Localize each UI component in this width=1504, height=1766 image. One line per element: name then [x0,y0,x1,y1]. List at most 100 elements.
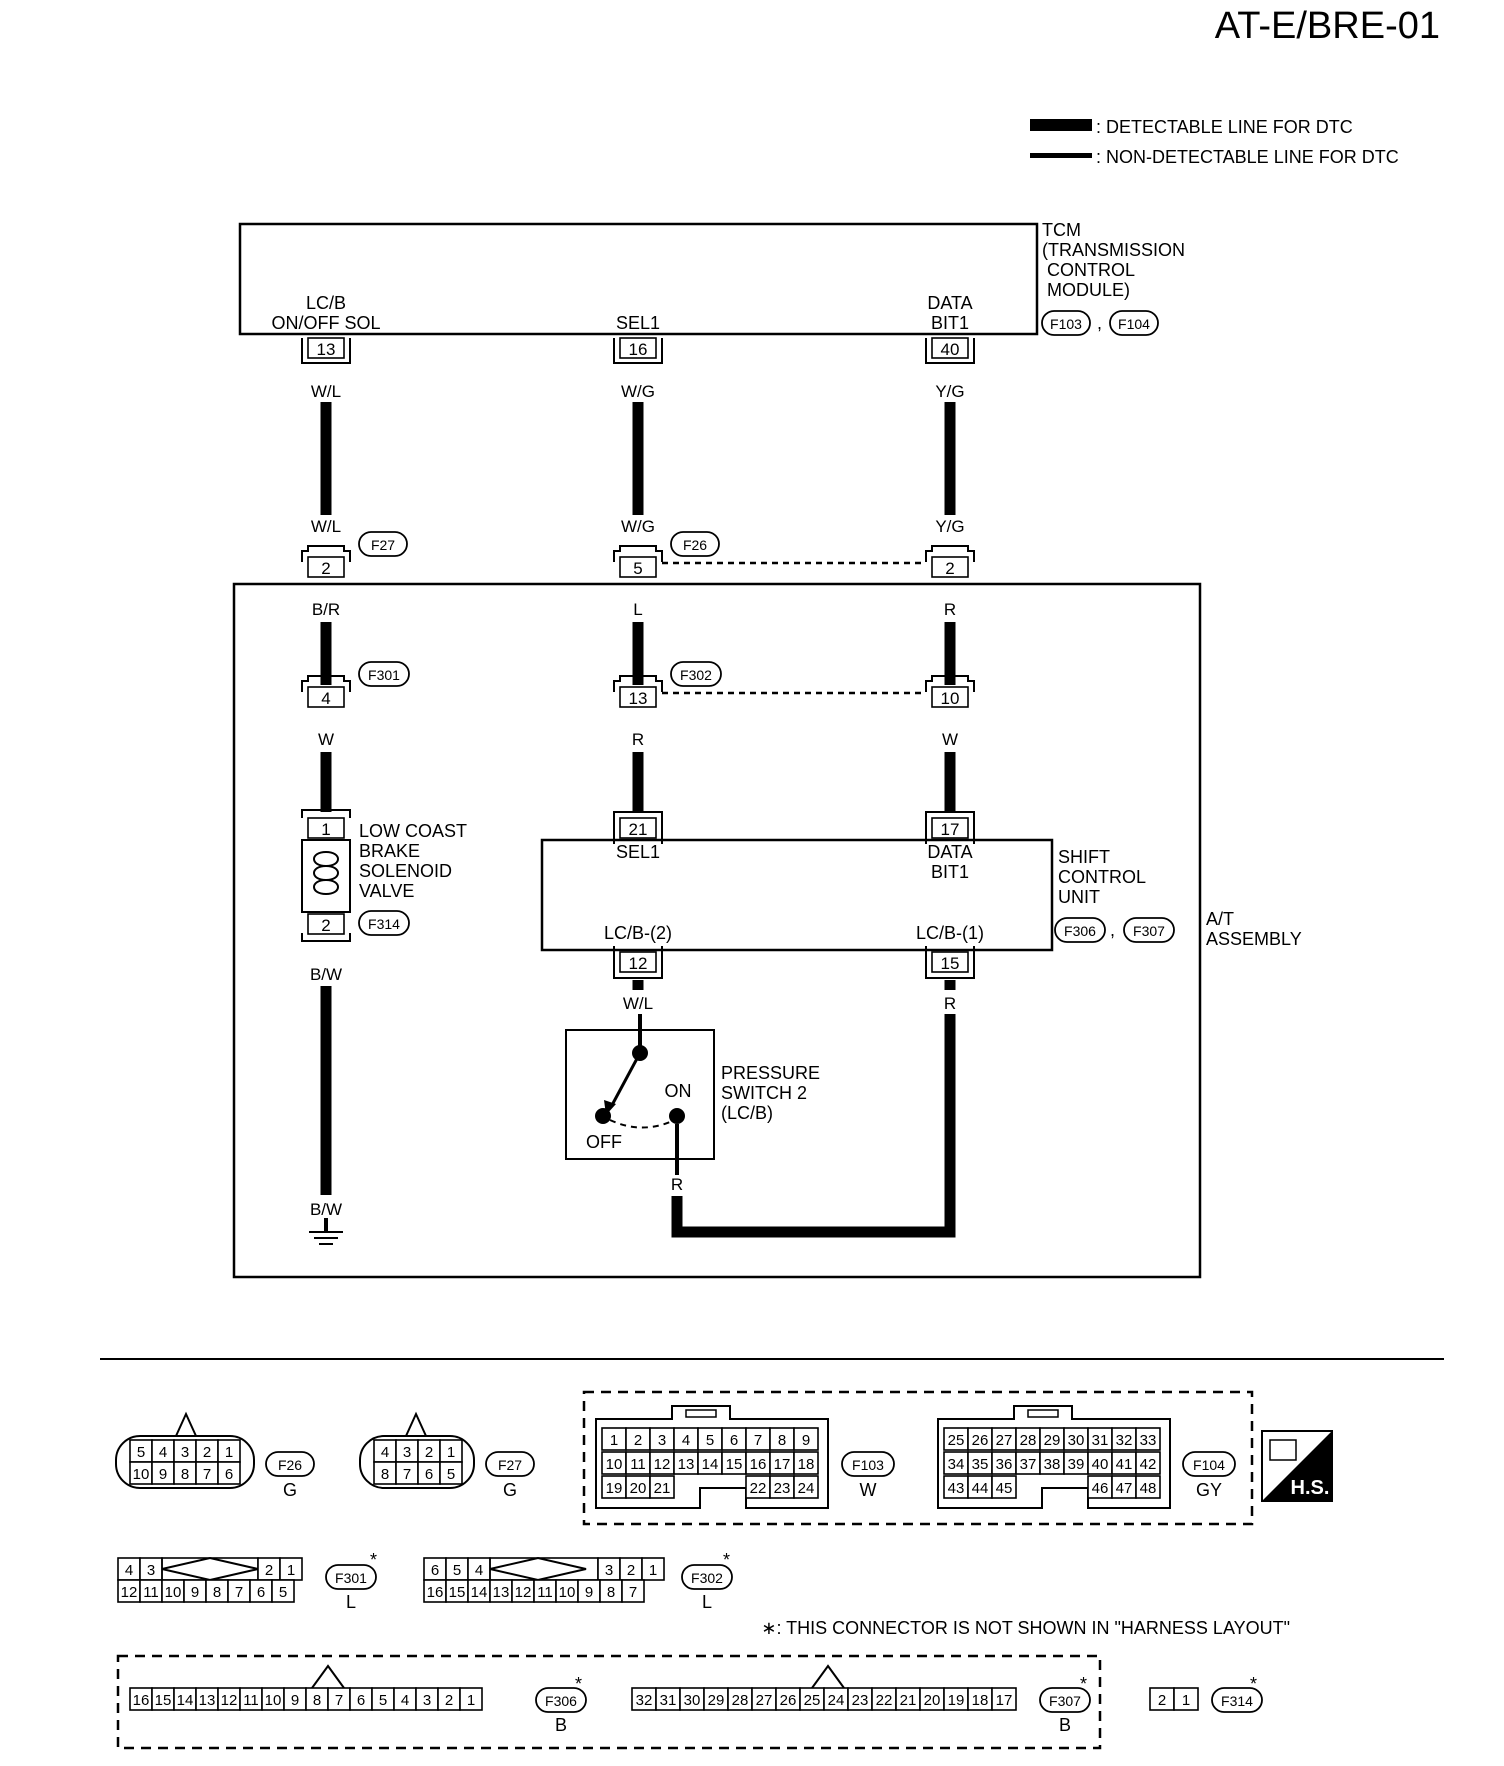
pin-frame [301,675,351,692]
pin-frame [301,809,351,818]
f301-pin-12: 12 [121,1584,138,1601]
wire-label-wg: W/G [621,382,655,401]
f103-view-color: W [860,1480,877,1500]
f302-view-badge [681,1564,733,1590]
pressure-switch-2: ON OFF PRESSURE SWITCH 2 (LC/B) R [565,1014,820,1194]
wire-label-r2: R [632,730,644,749]
f104-view-badge [1182,1451,1236,1477]
tcm-name-3: CONTROL [1042,260,1135,280]
f104-view-color: GY [1196,1480,1222,1500]
scu-pin15: 15 [941,954,960,973]
f302-pin-16: 16 [427,1584,444,1601]
f302-pin-14: 14 [471,1584,488,1601]
f307-pin-26: 26 [780,1692,797,1709]
f104-pin-33-cell [1135,1427,1161,1451]
f26-view-badge [265,1451,315,1477]
f302-pin-4: 4 [475,1562,483,1579]
f26-badge [670,531,720,557]
f26-view-color: G [283,1480,297,1500]
legend: : DETECTABLE LINE FOR DTC : NON-DETECTAB… [1030,117,1399,167]
f104-latch [1027,1409,1059,1418]
f103-pin-16: 16 [750,1456,767,1473]
pressure-switch-label-3: (LC/B) [721,1103,773,1123]
f307-badge [1123,917,1175,943]
f306-pin-9: 9 [291,1692,299,1709]
f104-shell [937,1405,1171,1509]
f104-pin-35: 35 [972,1456,989,1473]
pin-frame [613,946,663,979]
f301-pin-box [307,686,345,708]
f26-pin-10: 10 [133,1466,150,1483]
scu-lcb1-label: LC/B-(1) [916,923,984,943]
f306-pin-13: 13 [199,1692,216,1709]
scu-box [540,838,1054,952]
solenoid-pin1: 1 [321,820,330,839]
scu-data-label-1: DATA [927,842,972,862]
f314-view-id: F314 [1221,1693,1253,1709]
f103-pin-19: 19 [606,1480,623,1497]
f103-pin-23: 23 [774,1480,791,1497]
f104-pin-40: 40 [1092,1456,1109,1473]
f103-pin-3: 3 [658,1432,666,1449]
scu-pin21-box [619,817,657,839]
f104-pin-39: 39 [1068,1456,1085,1473]
f27-pin-5: 5 [447,1466,455,1483]
wire-label-yg-mid: Y/G [935,517,964,536]
legend-thin-line [1030,153,1092,158]
scu-pin21: 21 [629,820,648,839]
f307-key [811,1664,845,1689]
f103-pin-24-cell [793,1475,819,1499]
f302-pin10: 10 [941,689,960,708]
f103-pin-5: 5 [706,1432,714,1449]
legend-non-detectable: : NON-DETECTABLE LINE FOR DTC [1096,147,1399,167]
f103-pin-6: 6 [730,1432,738,1449]
page-code: AT-E/BRE-01 [1215,5,1440,47]
f307-pin-24: 24 [828,1692,845,1709]
hs-label: H.S. [1291,1477,1330,1499]
coil-icon [313,851,339,896]
tcm-pin-40-box [931,337,969,359]
f26-pin-6: 6 [225,1466,233,1483]
ground-icon [309,1218,343,1245]
f302-pin-5: 5 [453,1562,461,1579]
f307-pin-29: 29 [708,1692,725,1709]
f307-view-color: B [1059,1715,1071,1735]
f104-pin-47: 47 [1116,1480,1133,1497]
legend-thick-line [1030,119,1092,131]
f27-pin-5-cell [439,1461,463,1485]
f306-pin-8: 8 [313,1692,321,1709]
f26-pin-6-cell [217,1461,241,1485]
tcm-connector-f103: F103 [1050,316,1082,332]
f307-pin-32: 32 [636,1692,653,1709]
wire-label-yg: Y/G [935,382,964,401]
f307-pin-23: 23 [852,1692,869,1709]
f302-pin-1-cell [641,1557,665,1581]
f302-view-id: F302 [691,1570,723,1586]
f26-pin-5: 5 [137,1444,145,1461]
pin-frame [925,675,975,692]
tcm-name-4: MODULE) [1042,280,1130,300]
tcm-module: TCM (TRANSMISSION CONTROL MODULE) F103 ,… [238,220,1185,336]
switch-off-contact [595,1108,611,1124]
pin-frame [925,811,975,844]
f27-view-id: F27 [498,1457,522,1473]
f103-pin-17: 17 [774,1456,791,1473]
pin-frame [301,338,351,364]
f302-pin10-box [931,686,969,708]
f103-pin-4: 4 [682,1432,690,1449]
f104-pin-38: 38 [1044,1456,1061,1473]
f306-pin-15: 15 [155,1692,172,1709]
pin-frame [301,933,351,942]
f27-key [405,1411,427,1437]
f306-pin-7: 7 [335,1692,343,1709]
pin-frame [613,675,663,692]
f314-pin-2: 2 [1158,1692,1166,1709]
f306-view-color: B [555,1715,567,1735]
f314-pin-1-cell [1173,1687,1199,1711]
f307-pin-21: 21 [900,1692,917,1709]
f27-pin: 2 [321,559,330,578]
f104-pin-45-cell [991,1475,1017,1499]
f306-badge [1054,917,1106,943]
pin-frame [613,811,663,844]
